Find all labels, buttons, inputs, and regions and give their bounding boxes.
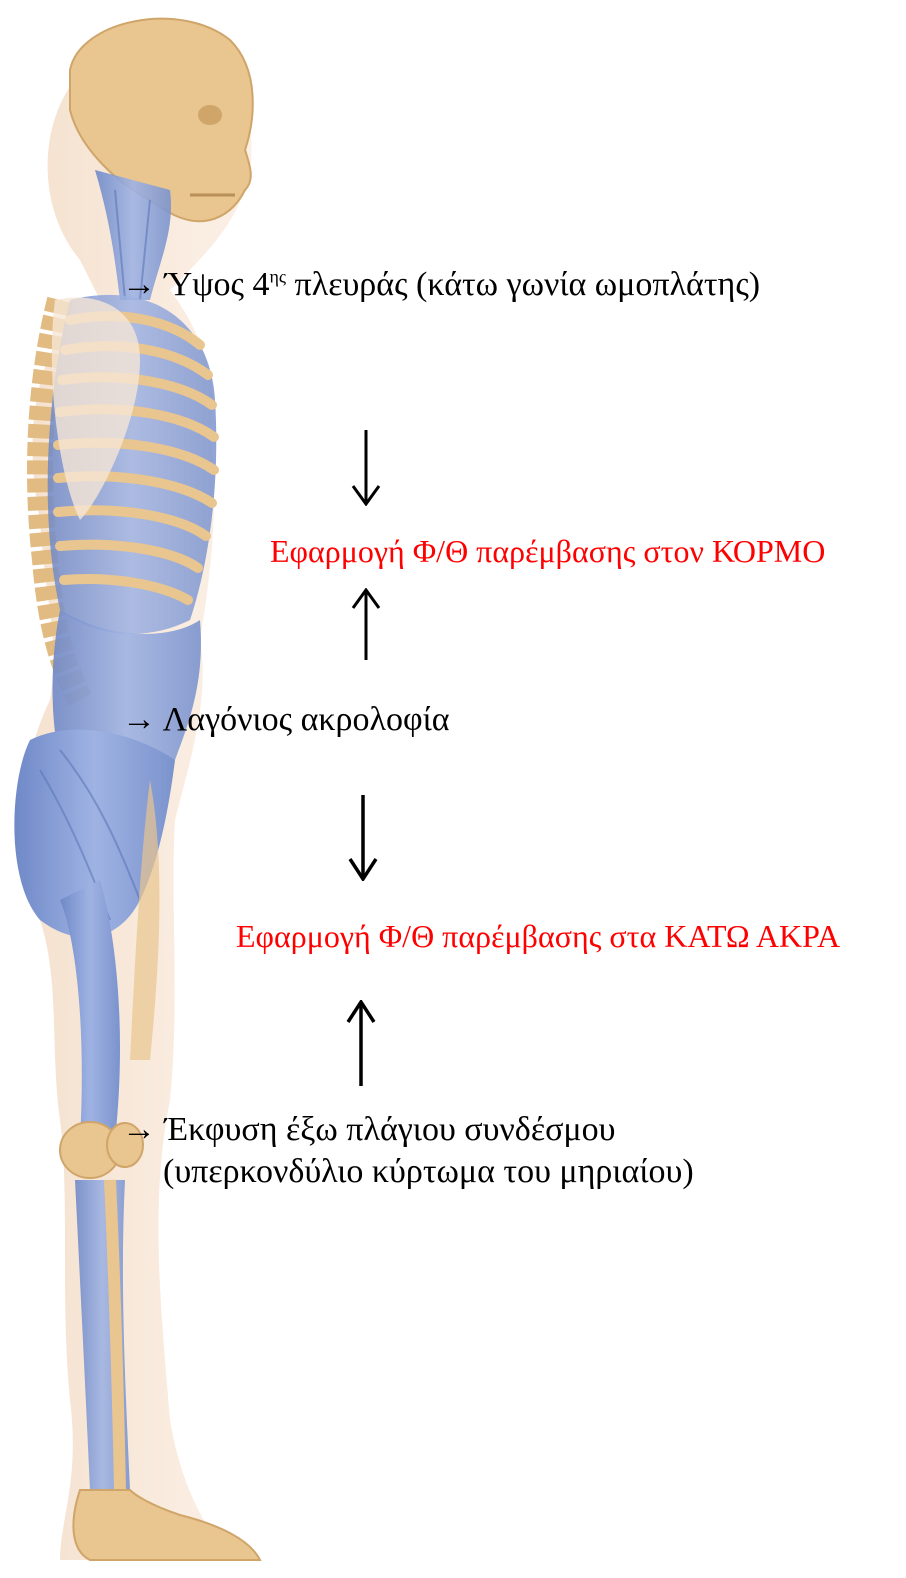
rib-height-label-ordinal: ης xyxy=(270,267,287,287)
trunk-intervention-label: Εφαρμογή Φ/Θ παρέμβασης στον ΚΟΡΜΟ xyxy=(270,532,825,570)
rib-height-label-suffix: πλευράς (κάτω γωνία ωμοπλάτης) xyxy=(286,266,760,303)
rib-height-label: → Ύψος 4ης πλευράς (κάτω γωνία ωμοπλάτης… xyxy=(122,265,760,306)
rib-height-label-prefix: → Ύψος 4 xyxy=(122,266,270,303)
ligament-origin-label: → Έκφυση έξω πλάγιου συνδέσμου xyxy=(122,1110,616,1151)
arrow-down-icon xyxy=(351,430,381,506)
iliac-crest-label: → Λαγόνιος ακρολοφία xyxy=(122,700,450,741)
eye-socket xyxy=(198,105,222,125)
arrow-down-icon xyxy=(348,795,378,881)
arrow-up-icon xyxy=(351,588,381,660)
ligament-origin-sublabel: (υπερκονδύλιο κύρτωμα του μηριαίου) xyxy=(163,1152,694,1193)
lower-limb-intervention-label: Εφαρμογή Φ/Θ παρέμβασης στα ΚΑΤΩ ΑΚΡΑ xyxy=(236,917,840,955)
arrow-up-icon xyxy=(346,1000,376,1086)
